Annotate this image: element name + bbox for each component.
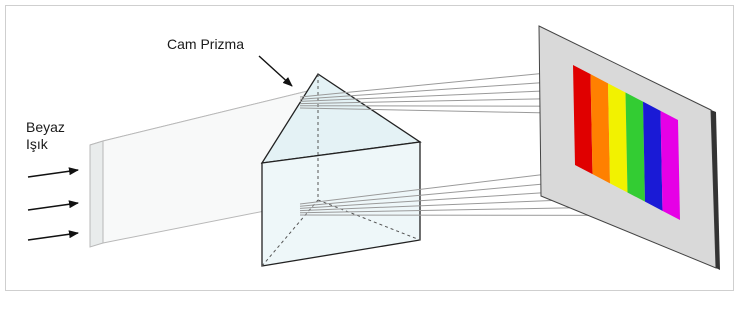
incoming-light-arrow-1 [28,170,78,177]
incoming-light-arrow-2 [28,203,78,210]
spectrum-band-1 [573,65,593,174]
white-light-label: Beyaz Işık [26,119,65,153]
spectrum-band-5 [643,102,663,211]
incoming-light-arrow-3 [28,233,78,240]
prism-label: Cam Prizma [167,36,244,53]
spectrum-band-6 [661,111,681,220]
white-light-label-line1: Beyaz [26,119,65,136]
prism-label-arrow [259,56,292,86]
spectrum-band-2 [591,74,611,183]
white-light-label-line2: Işık [26,136,65,153]
spectrum-band-3 [608,83,628,192]
spectrum-band-4 [626,93,646,202]
